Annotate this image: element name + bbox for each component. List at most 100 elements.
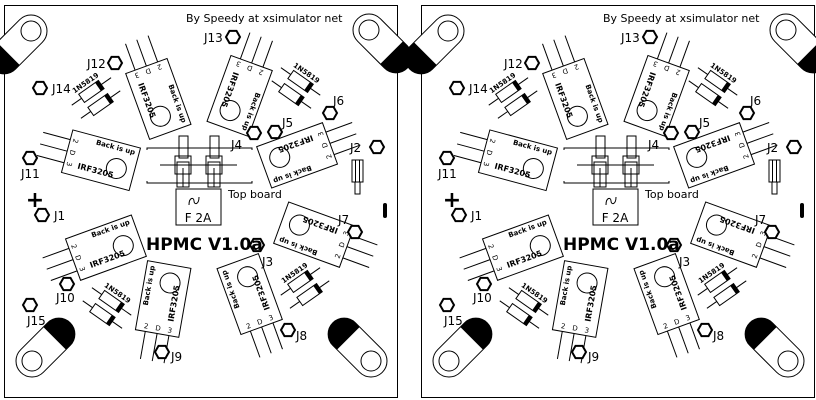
pin-label: 3 bbox=[64, 161, 73, 167]
pin-label: 3 bbox=[685, 314, 692, 323]
pin-label: 3 bbox=[652, 59, 659, 68]
pin-label: D bbox=[155, 324, 162, 333]
mounting-lug-bottom-right bbox=[327, 317, 388, 378]
diode-1n5819: 1N5819 bbox=[271, 61, 321, 109]
connector-label-j14: J14 bbox=[468, 82, 488, 96]
connector-pad-j1 bbox=[33, 207, 51, 223]
pin-label: 2 bbox=[662, 322, 669, 331]
mounting-hole-icon bbox=[777, 350, 799, 372]
fuse-symbol-icon bbox=[188, 196, 200, 206]
connector-pad-j13 bbox=[224, 29, 242, 45]
connector-pad-j13 bbox=[641, 29, 659, 45]
mounting-hole-icon bbox=[105, 158, 127, 180]
connector-label-j2: J2 bbox=[349, 141, 361, 155]
connector-pad-j6 bbox=[321, 105, 339, 121]
connector-pad-j15 bbox=[21, 297, 39, 313]
mounting-lug-top-left bbox=[404, 14, 465, 75]
pin-label: 2 bbox=[258, 67, 265, 76]
plus-marker: + bbox=[26, 188, 44, 213]
connector-pad-j10 bbox=[58, 276, 76, 292]
mounting-hole-icon bbox=[566, 105, 588, 127]
pin-label: D bbox=[338, 241, 347, 249]
mounting-hole-icon bbox=[21, 350, 43, 372]
diode-1n5819: 1N5819 bbox=[697, 261, 747, 309]
connector-pad-j12 bbox=[106, 55, 124, 71]
mounting-lug-top-right bbox=[769, 13, 816, 74]
connector-label-j5: J5 bbox=[281, 116, 293, 130]
connector-pad-j11 bbox=[438, 150, 456, 166]
pin-label: 3 bbox=[133, 70, 140, 79]
connector-pad-j7 bbox=[346, 224, 364, 240]
mounting-hole-icon bbox=[360, 350, 382, 372]
pin-label: 2 bbox=[334, 253, 343, 260]
connector-label-j5: J5 bbox=[698, 116, 710, 130]
pin-label: 3 bbox=[584, 326, 590, 335]
connector-label-j1: J1 bbox=[53, 209, 65, 223]
mounting-hole-icon bbox=[149, 105, 171, 127]
connector-pad-j12 bbox=[523, 55, 541, 71]
minus-marker bbox=[383, 203, 387, 218]
connector-label-j7: J7 bbox=[754, 213, 766, 227]
pin-label: D bbox=[484, 149, 493, 156]
connector-label-j4: J4 bbox=[647, 138, 659, 152]
pin-label: D bbox=[673, 318, 681, 327]
pin-label: D bbox=[144, 66, 152, 75]
connector-pad-j3 bbox=[248, 237, 266, 253]
pin-label: 3 bbox=[481, 161, 490, 167]
pin-label: D bbox=[256, 318, 264, 327]
connector-pad-j10 bbox=[475, 276, 493, 292]
top-board-connector: Top board bbox=[563, 135, 699, 201]
pin-label: 2 bbox=[751, 253, 760, 260]
connector-label-j12: J12 bbox=[86, 57, 106, 71]
fuse: F 2A bbox=[592, 188, 639, 226]
j2-terminal bbox=[351, 159, 364, 195]
pin-label: D bbox=[755, 241, 764, 249]
connector-pad-j6 bbox=[738, 105, 756, 121]
mounting-lug-top-left bbox=[0, 14, 48, 75]
pin-label: 3 bbox=[167, 326, 173, 335]
mounting-lug-bottom-left bbox=[15, 317, 76, 378]
connector-label-j13: J13 bbox=[203, 31, 223, 45]
mounting-hole-icon bbox=[576, 272, 598, 294]
connector-label-j8: J8 bbox=[712, 329, 724, 343]
connector-label-j12: J12 bbox=[503, 57, 523, 71]
top-board-label: Top board bbox=[644, 188, 699, 201]
connector-pad-j8 bbox=[279, 322, 297, 338]
pin-label: 2 bbox=[560, 322, 566, 331]
pin-label: 2 bbox=[143, 322, 149, 331]
connector-pad-j11 bbox=[21, 150, 39, 166]
connector-label-j11: J11 bbox=[20, 167, 40, 181]
pin-label: 3 bbox=[759, 230, 768, 237]
diode-1n5819: 1N5819 bbox=[82, 281, 132, 329]
top-board-label: Top board bbox=[227, 188, 282, 201]
pin-label: 2 bbox=[488, 138, 497, 144]
diode-1n5819: 1N5819 bbox=[688, 61, 738, 109]
mounting-lug-bottom-right bbox=[744, 317, 805, 378]
pin-label: 3 bbox=[342, 230, 351, 237]
connector-label-j8: J8 bbox=[295, 329, 307, 343]
mounting-hole-icon bbox=[20, 20, 42, 42]
mounting-hole-icon bbox=[358, 19, 380, 41]
connector-pad-j9 bbox=[570, 344, 588, 360]
mounting-hole-icon bbox=[686, 146, 708, 168]
mounting-hole-icon bbox=[705, 214, 727, 236]
connector-pad-j4 bbox=[245, 125, 263, 141]
connector-pad-j4 bbox=[662, 125, 680, 141]
connector-pad-j1 bbox=[450, 207, 468, 223]
connector-label-j7: J7 bbox=[337, 213, 349, 227]
credit-text: By Speedy at xsimulator net bbox=[186, 12, 343, 25]
connector-pad-j14 bbox=[448, 80, 466, 96]
connector-pad-j14 bbox=[31, 80, 49, 96]
